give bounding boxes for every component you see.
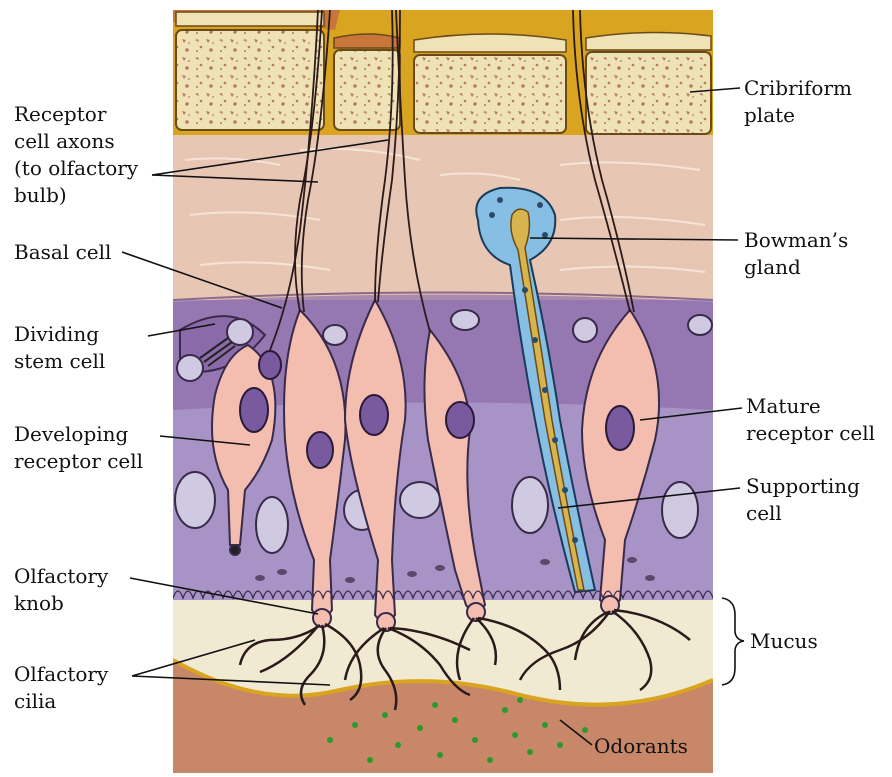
label-olfactory-knob-2: knob bbox=[14, 591, 64, 616]
label-receptor-axons-3: (to olfactory bbox=[14, 156, 138, 181]
label-cribriform-2: plate bbox=[744, 103, 795, 128]
tissue-panel bbox=[173, 10, 713, 773]
label-receptor-axons-1: Receptor bbox=[14, 102, 106, 127]
label-mucus: Mucus bbox=[750, 629, 818, 654]
label-mature-2: receptor cell bbox=[746, 421, 875, 446]
label-olfactory-cilia-1: Olfactory bbox=[14, 662, 108, 687]
label-basal-cell: Basal cell bbox=[14, 240, 111, 265]
label-bowman-1: Bowman’s bbox=[744, 228, 848, 253]
label-receptor-axons-2: cell axons bbox=[14, 129, 115, 154]
label-supporting-1: Supporting bbox=[746, 474, 860, 499]
label-mature-1: Mature bbox=[746, 394, 821, 419]
label-dividing-stem-1: Dividing bbox=[14, 322, 99, 347]
label-developing-1: Developing bbox=[14, 422, 128, 447]
label-dividing-stem-2: stem cell bbox=[14, 349, 105, 374]
label-bowman-2: gland bbox=[744, 255, 801, 280]
label-olfactory-knob-1: Olfactory bbox=[14, 564, 108, 589]
label-cribriform-1: Cribriform bbox=[744, 76, 852, 101]
label-supporting-2: cell bbox=[746, 501, 782, 526]
label-odorants: Odorants bbox=[594, 734, 688, 759]
label-olfactory-cilia-2: cilia bbox=[14, 689, 56, 714]
label-receptor-axons-4: bulb) bbox=[14, 183, 67, 208]
label-developing-2: receptor cell bbox=[14, 449, 143, 474]
